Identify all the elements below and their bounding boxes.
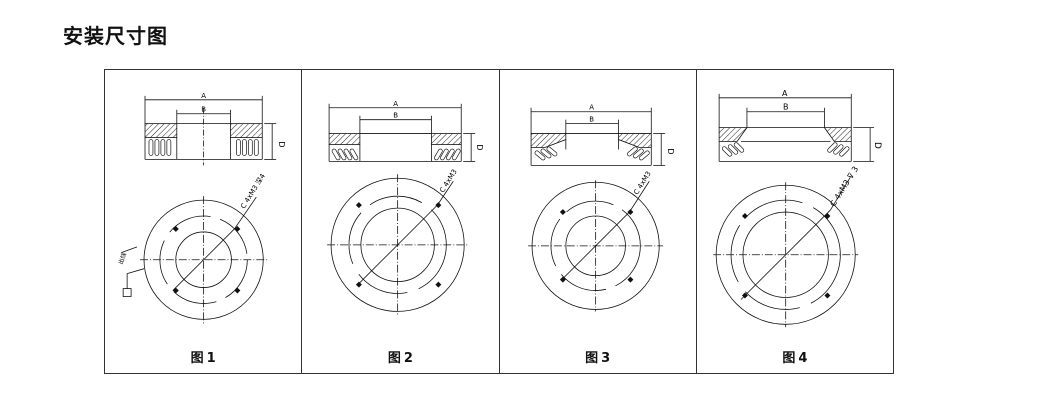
dim-b-label: B bbox=[394, 112, 399, 120]
drawing-frame: A B D C 4xM3 深4 出线 bbox=[104, 69, 894, 374]
dim-a-label: A bbox=[782, 89, 788, 98]
figure-4-callout: C 4xM3 ⊽ 3 bbox=[828, 165, 860, 208]
page-title: 安装尺寸图 bbox=[63, 24, 168, 48]
figure-1-panel: A B D C 4xM3 深4 出线 bbox=[105, 70, 301, 373]
figure-1-drawing: A B D C 4xM3 深4 出线 bbox=[117, 92, 286, 324]
dim-d-label: D bbox=[277, 141, 286, 147]
figure-3-drawing: A B D C 4xM3 bbox=[527, 104, 675, 312]
dim-a-label: A bbox=[394, 100, 399, 108]
dim-d-label: D bbox=[475, 144, 484, 150]
dim-b-label: B bbox=[201, 106, 206, 114]
figure-2-drawing: A B D C 4xM3 bbox=[327, 100, 484, 316]
figure-2-callout: C 4xM3 bbox=[439, 168, 460, 194]
dim-d-label: D bbox=[666, 148, 675, 154]
figure-4-drawing: A B D C 4xM3 ⊽ 3 bbox=[712, 89, 882, 328]
dim-a-label: A bbox=[201, 92, 206, 100]
dim-a-label: A bbox=[589, 104, 594, 112]
dim-d-label: D bbox=[872, 142, 882, 149]
dim-b-label: B bbox=[589, 116, 594, 124]
figure-1-callout: C 4xM3 深4 bbox=[238, 171, 267, 210]
figure-1-side-label: 出线 bbox=[117, 251, 129, 265]
dim-b-label: B bbox=[783, 103, 788, 112]
